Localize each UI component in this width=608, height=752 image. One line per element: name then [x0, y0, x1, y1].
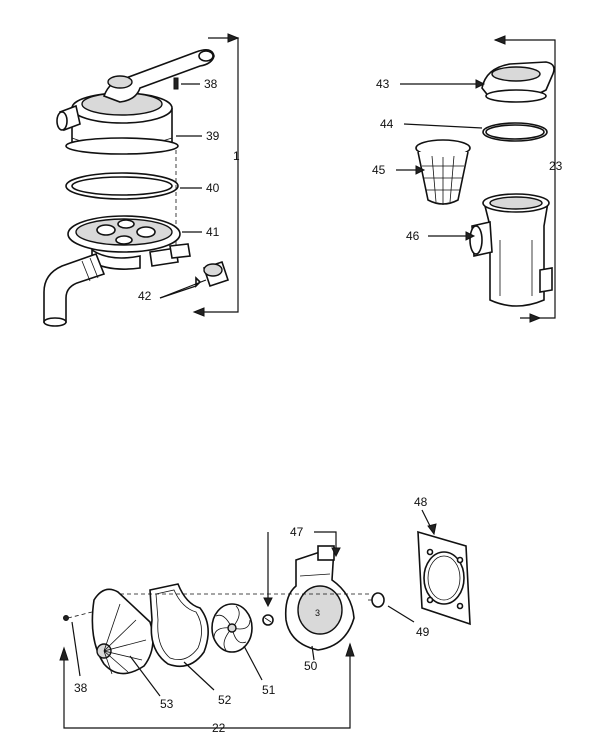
leader-51 — [243, 645, 263, 681]
plug-part-42 — [195, 260, 230, 288]
bracket-23-arrow-bottom — [529, 313, 542, 323]
label-39: 39 — [206, 129, 220, 143]
leader-44 — [403, 123, 483, 129]
bracket-1-arrow-bottom — [192, 307, 205, 317]
o-ring-part-44 — [482, 122, 548, 142]
bracket-1-arrow-top — [227, 33, 240, 43]
leader-52 — [183, 661, 215, 691]
label-40: 40 — [206, 181, 220, 195]
label-46: 46 — [406, 229, 420, 243]
bracket-22-arrow-left — [59, 646, 69, 661]
valve-handle — [102, 48, 215, 103]
bracket-1 — [200, 37, 239, 313]
label-48: 48 — [414, 495, 428, 509]
strainer-housing-part-46 — [469, 193, 553, 307]
leader-49 — [387, 605, 415, 623]
label-45: 45 — [372, 163, 386, 177]
screw-part-38-bottom — [63, 611, 93, 621]
label-22: 22 — [212, 721, 226, 735]
impeller-part-51 — [211, 603, 253, 653]
pump-housing-part-50: 3 — [284, 545, 355, 651]
screw-part-38-top — [173, 77, 200, 90]
label-50: 50 — [304, 659, 318, 673]
shaft-seal-part-47 — [262, 614, 274, 626]
label-1: 1 — [233, 149, 240, 163]
valve-body-part-39 — [56, 92, 179, 155]
valve-assembly-group: 1 38 39 40 — [43, 33, 240, 327]
label-38-top: 38 — [204, 77, 218, 91]
svg-text:3: 3 — [315, 608, 320, 618]
label-49: 49 — [416, 625, 430, 639]
strainer-basket-part-45 — [415, 139, 471, 205]
leader-53 — [129, 655, 161, 697]
gasket-part-40 — [65, 172, 179, 200]
bracket-22-arrow-right — [345, 642, 355, 657]
elbow-pipe — [43, 252, 106, 327]
label-51: 51 — [262, 683, 276, 697]
label-53: 53 — [160, 697, 174, 711]
plug-part-49 — [368, 592, 385, 608]
label-43: 43 — [376, 77, 390, 91]
leader-42b — [159, 279, 207, 299]
seal-plate-part-53 — [91, 588, 154, 675]
bracket-23-arrow-top — [493, 35, 506, 45]
strainer-assembly-group: 23 43 44 45 — [372, 35, 563, 323]
strainer-cover-part-43 — [481, 61, 555, 103]
gasket-plate-part-48 — [417, 530, 471, 626]
label-38-bottom: 38 — [74, 681, 88, 695]
pump-assembly-group: 22 38 53 52 51 — [59, 495, 471, 735]
leader-50 — [311, 645, 315, 661]
label-41: 41 — [206, 225, 220, 239]
label-42: 42 — [138, 289, 152, 303]
label-44: 44 — [380, 117, 394, 131]
label-52: 52 — [218, 693, 232, 707]
bracket-47-right — [314, 531, 337, 552]
leader-38-bottom — [71, 621, 81, 677]
label-23: 23 — [549, 159, 563, 173]
label-47: 47 — [290, 525, 304, 539]
bracket-22 — [63, 644, 351, 729]
gasket-part-52 — [149, 583, 209, 668]
